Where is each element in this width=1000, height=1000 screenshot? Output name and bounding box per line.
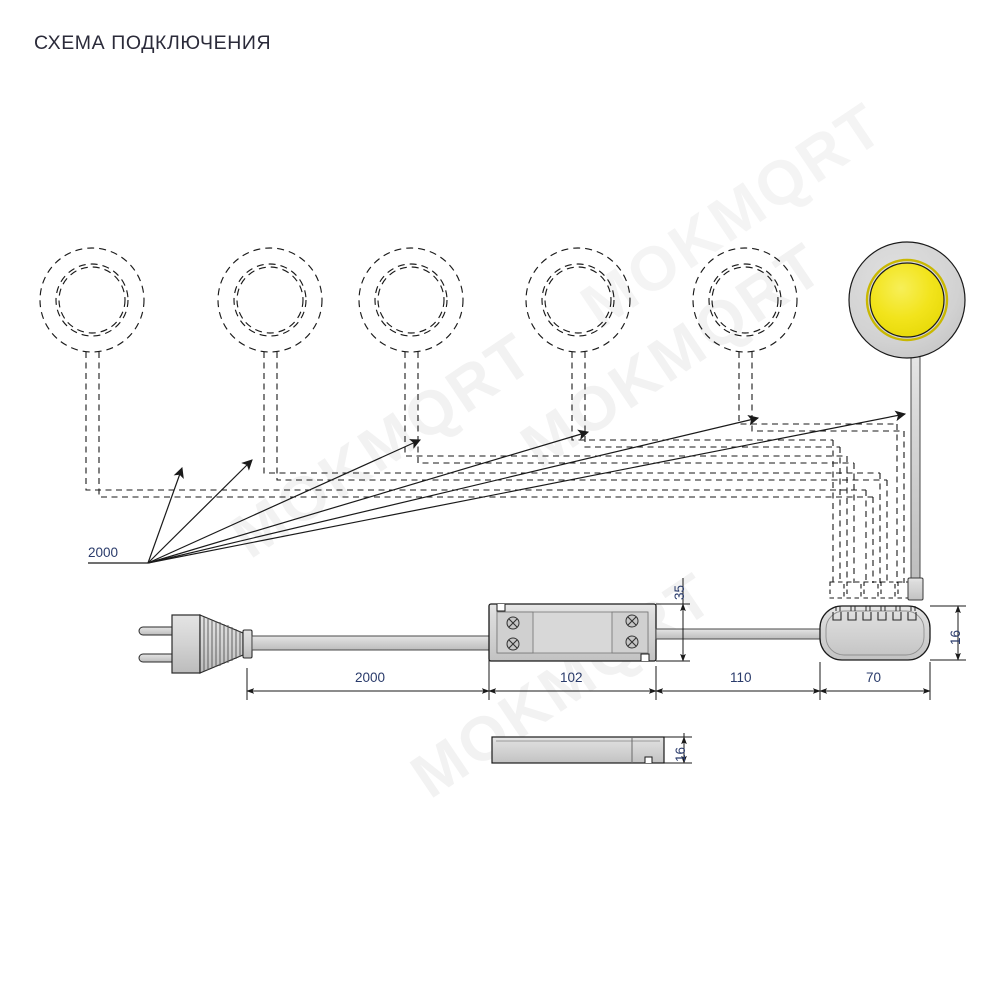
watermark-layer: MOKMQRT MOKMQRT MOKMQRT MOKMQRT [219,90,896,812]
euro-power-plug[interactable] [138,614,253,674]
screw-2 [506,637,520,651]
ghost-connector-plugs [829,581,913,599]
driver-screws[interactable] [506,614,639,651]
driver-notch-bottomright [640,653,650,661]
dim-label-driver-width: 35 [672,584,687,600]
dim-label-power-cord-length: 2000 [355,670,386,685]
distributor-sockets[interactable] [832,612,917,621]
cable-route-lamp-2[interactable] [263,352,888,583]
installed-lamp-connector[interactable] [907,577,924,601]
driver-notch-topleft [496,604,506,612]
distributor-inner-outline [825,610,925,656]
installed-lamp-wire [910,347,921,589]
output-cable [655,628,823,640]
lamp-light-face [869,262,945,338]
ghost-lamp-2[interactable] [217,247,323,353]
callout-arrows [147,410,907,564]
plug-body [171,614,201,674]
dimension-driver-thickness [664,733,692,764]
screw-3 [625,614,639,628]
ghost-cable-routes [85,352,905,583]
ghost-plug-5[interactable] [897,581,913,599]
distributor-housing [819,605,931,661]
page-title: СХЕМА ПОДКЛЮЧЕНИЯ [34,32,272,54]
lamp-bezel [865,258,949,342]
cable-route-lamp-4[interactable] [571,352,841,583]
ghost-plug-4[interactable] [880,581,896,599]
ghost-lamp-3[interactable] [358,247,464,353]
dim-label-driver-length: 102 [560,670,583,685]
plug-collar [242,629,253,659]
ghost-plug-3[interactable] [863,581,879,599]
cable-length-callout-label: 2000 [88,545,119,560]
dimension-distributor-height [930,605,966,661]
screw-4 [625,635,639,649]
distributor-socket-ticks [835,606,916,611]
cable-length-callout [88,410,907,564]
cable-route-lamp-5[interactable] [738,352,905,583]
ghost-plug-2[interactable] [846,581,862,599]
installed-lamp[interactable] [848,241,966,601]
dimension-driver-width [656,578,690,662]
dimension-lines-horizontal [246,610,931,700]
plug-strain-relief [199,614,244,674]
dim-label-driver-thickness: 16 [673,746,688,762]
dim-label-output-cable-length: 110 [730,670,752,685]
ghost-lamp-4[interactable] [525,247,631,353]
six-way-distributor-block[interactable] [819,605,931,661]
dim-label-distributor-height: 16 [948,629,963,645]
ghost-lamp-1[interactable] [39,247,145,353]
cable-route-lamp-1[interactable] [85,352,874,583]
cable-route-lamp-3[interactable] [404,352,855,583]
driver-side-profile[interactable] [491,736,665,764]
ghost-lamps-group [39,247,798,353]
screw-1 [506,616,520,630]
led-driver-box[interactable] [488,603,657,662]
dim-label-distributor-length: 70 [866,670,882,685]
plug-ribs [203,617,241,671]
ghost-lamp-5[interactable] [692,247,798,353]
power-cord [251,635,493,651]
profile-notch [644,756,653,763]
ghost-plug-1[interactable] [829,581,845,599]
